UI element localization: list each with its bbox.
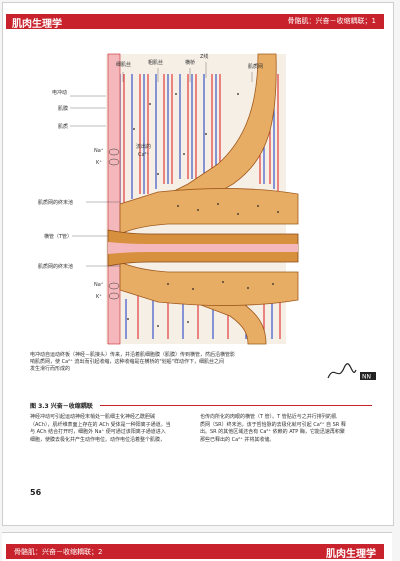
label-k: K⁺: [96, 160, 102, 166]
body-right-line: 那些已释出的 Ca²⁺ 并将其收储。: [200, 436, 275, 443]
label-sarcoplasmic-reticulum: 肌质网: [248, 63, 263, 70]
body-right-line: 出。SR 的其他区域还含有 Ca²⁺ 依赖的 ATP 酶，它能迅速再积聚: [200, 429, 345, 435]
t-tubule-lumen: [108, 242, 298, 254]
label-ca: Ca²⁺: [138, 152, 150, 158]
caption-line-3: 发生滑行而形成的: [30, 366, 71, 372]
label-sarcolemma: 肌膜: [58, 105, 68, 112]
header-title: 肌肉生理学: [12, 19, 62, 30]
page-number: 56: [30, 488, 42, 497]
sarcolemma: [107, 53, 121, 345]
ion-channels: [108, 148, 120, 300]
signature-mark: NN: [362, 374, 371, 381]
calcium-dots: [127, 93, 279, 327]
label-k-2: K⁺: [96, 294, 102, 300]
label-na: Na⁺: [94, 148, 104, 154]
figure-caption: 电冲动自运动终板（神经－肌接头）传来，并沿着肌细胞膜（肌膜）传到横管，然后沿横管…: [30, 352, 310, 373]
next-page-header: 骨骼肌：兴奋－收缩耦联；2 肌肉生理学: [6, 544, 384, 560]
label-released: 流出的: [136, 143, 151, 150]
caption-line-1: 电冲动自运动终板（神经－肌接头）传来，并沿着肌细胞膜（肌膜）传到横管，然后沿横管…: [30, 352, 236, 358]
body-left-line: 与 ACh 结合打开时，细胞外 Na⁺ 便可通过该阳离子通道进入: [30, 429, 166, 435]
body-column-left: 神经冲动可引起运动神经末梢处一肌细主化神经乙酰胆碱 （ACh），肌纤维表面上存在…: [30, 414, 190, 444]
label-sarcoplasm: 肌质: [58, 123, 68, 130]
caption-line-2: 响肌质网，使 Ca²⁺ 流出而引起收缩，这种收缩是在横桥的"划船"样动作下，细肌…: [30, 359, 224, 365]
label-na-2: Na⁺: [94, 282, 104, 288]
body-left-line: 神经冲动可引起运动神经末梢处一肌细主化神经乙酰胆碱: [30, 414, 156, 420]
leader-lines: [70, 62, 253, 267]
label-cross-bridge: 横桥: [185, 59, 195, 66]
body-right-line: 也传向所化的肉眼的横管（T 管）。T 管贴近与之并行排列的肌: [200, 414, 337, 420]
label-terminal-cisterna-2: 肌质网的终末池: [38, 263, 73, 270]
terminal-cisterna-lower: [119, 261, 299, 306]
body-right-line: 质网（SR）终末池，该于哲恰脉的去极化就可引起 Ca²⁺ 自 SR 释: [200, 421, 346, 428]
excitation-contraction-figure: 细肌丝 粗肌丝 横桥 Z线 肌质网 电冲动 肌膜 肌质 Na⁺ K⁺ 流出的 C…: [38, 53, 299, 345]
label-thin-filament: 细肌丝: [116, 61, 131, 68]
label-terminal-cisterna-1: 肌质网的终末池: [38, 199, 73, 206]
label-thick-filament: 粗肌丝: [148, 59, 163, 66]
artist-signature: NN: [327, 363, 376, 381]
figure-title: 图 3.3 兴奋－收缩耦联: [30, 403, 93, 410]
next-page-title: 肌肉生理学: [326, 549, 376, 560]
label-t-tubule: 横管（T管）: [44, 233, 72, 240]
figure-title-rule: [100, 405, 372, 406]
body-left-line: （ACh），肌纤维表面上存在的 ACh 受体是一种阳离子通道。当: [30, 421, 171, 428]
label-electric-impulse: 电冲动: [52, 89, 67, 96]
next-page-section: 骨骼肌：兴奋－收缩耦联；2: [14, 548, 103, 556]
label-z-line: Z线: [200, 53, 208, 60]
body-left-line: 细胞，使膜去极化并产生动作电位。动作电位沿着整个肌膜，: [30, 436, 166, 443]
header-section: 骨骼肌：兴奋－收缩耦联；1: [287, 17, 376, 25]
body-column-right: 也传向所化的肉眼的横管（T 管）。T 管贴近与之并行排列的肌 质网（SR）终末池…: [200, 414, 372, 444]
page-header: 肌肉生理学 骨骼肌：兴奋－收缩耦联；1: [6, 14, 384, 30]
terminal-cisterna-upper: [119, 188, 299, 235]
